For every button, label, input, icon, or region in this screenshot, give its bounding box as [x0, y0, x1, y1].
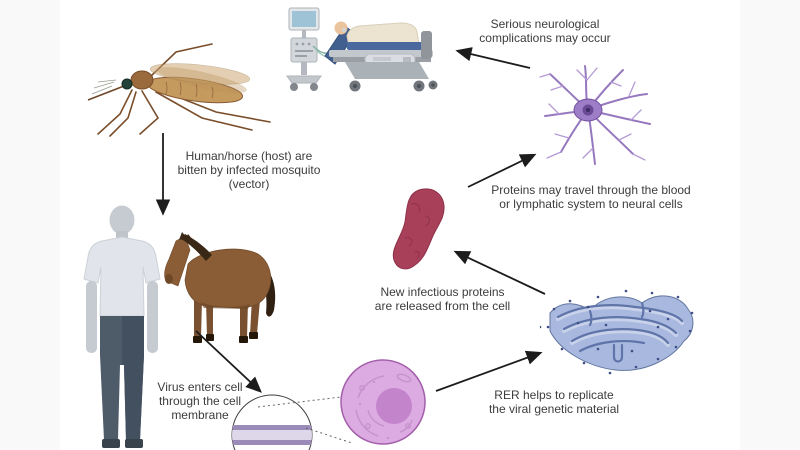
human-illustration [82, 203, 162, 450]
horse-illustration [160, 222, 282, 346]
arrow-host-to-cell [195, 330, 262, 393]
arrow-protein-to-neuron [467, 153, 537, 188]
label-new-proteins-released: New infectious proteins are released fro… [374, 285, 511, 314]
protein-illustration [391, 186, 449, 274]
mosquito-illustration [80, 22, 275, 140]
rer-illustration [540, 283, 700, 379]
neuron-illustration [535, 60, 655, 170]
inset-callout-line-top [257, 396, 342, 408]
inset-callout-line-bottom [305, 427, 353, 444]
label-proteins-travel: Proteins may travel through the blood or… [491, 183, 691, 212]
arrow-cell-to-rer [435, 350, 543, 392]
label-virus-enters-cell: Virus enters cell through the cell membr… [157, 380, 243, 423]
label-neurological-complications: Serious neurological complications may o… [479, 17, 611, 46]
arrow-rer-to-protein [453, 250, 546, 295]
arrow-neuron-to-patient [455, 47, 531, 69]
label-host-bite: Human/horse (host) are bitten by infecte… [177, 149, 321, 192]
cell-illustration [338, 358, 430, 450]
label-rer-replication: RER helps to replicate the viral genetic… [488, 388, 620, 417]
membrane-inset-illustration [230, 391, 315, 450]
hospital-bed-illustration [283, 4, 443, 94]
